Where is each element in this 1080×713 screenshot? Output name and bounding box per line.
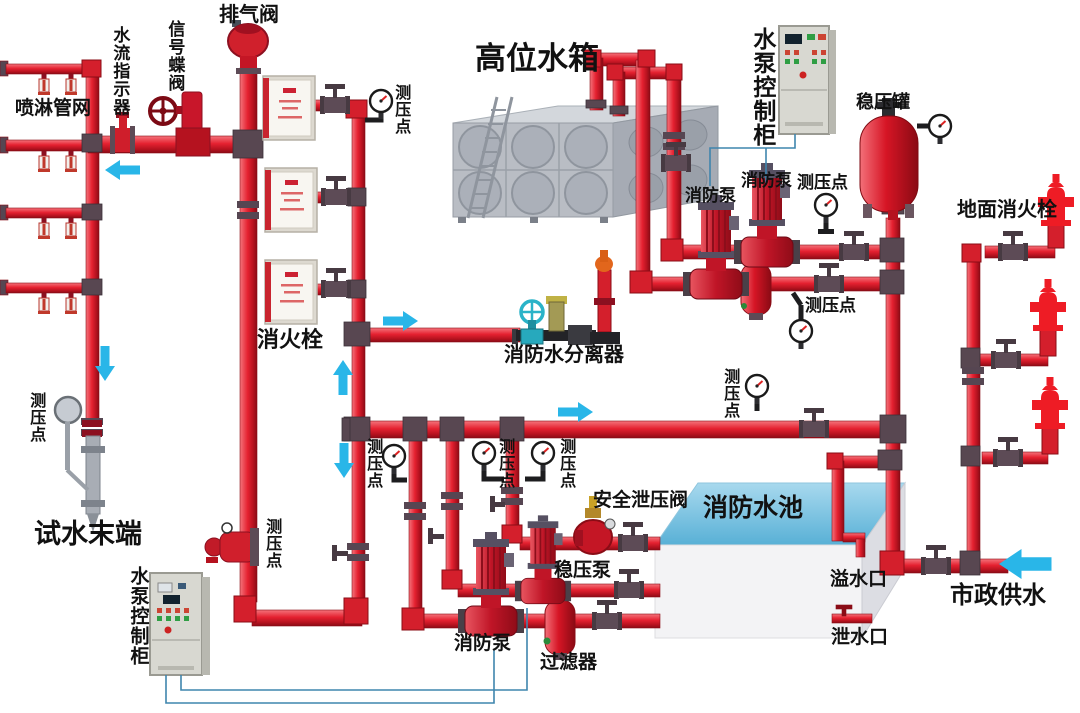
label-fire-water-pool: 消防水池 [703,494,804,522]
water-flow-indicator-icon [110,112,135,154]
label-pressure-point-main-right: 测压点 [721,368,739,419]
label-hydrant-cabinet: 消火栓 [257,327,324,352]
label-ground-hydrant: 地面消火栓 [957,199,1057,221]
label-pressure-point-drop-2: 测压点 [496,438,514,489]
label-jockey-pump: 稳压泵 [554,560,612,581]
label-pump-control-cabinet-bottom: 水泵控制柜 [127,566,149,666]
label-fire-pump-1: 消防泵 [685,186,736,205]
ground-hydrant-2 [1030,279,1066,331]
ground-hydrant-3 [1032,377,1068,429]
tank-ladder-icon [466,96,514,219]
label-filter: 过滤器 [540,652,598,673]
hydrant-cabinet-3 [264,259,318,325]
label-fire-pump-bottom: 消防泵 [454,633,512,654]
test-water-end-icon [53,395,105,532]
label-pressure-point-riser-c: 测压点 [392,84,410,135]
label-sprinkler-network: 喷淋管网 [15,98,92,119]
hydrant-cabinet-2 [264,167,318,233]
fire-water-separator-icon [512,250,620,345]
label-exhaust-valve: 排气阀 [219,4,279,26]
exhaust-valve-icon [227,20,269,74]
signal-butterfly-valve-icon [148,91,211,157]
label-pressure-tank: 稳压罐 [856,92,910,112]
label-high-level-tank: 高位水箱 [475,41,599,76]
hydrant-cabinet-1 [262,75,316,141]
control-wires [165,134,796,704]
label-test-water-end: 试水末端 [34,519,142,549]
label-pressure-point-pump-bottom: 测压点 [805,296,856,315]
label-pressure-point-drop-1: 测压点 [364,438,382,489]
label-safety-relief-valve: 安全泄压阀 [593,490,689,511]
pressure-gauges [365,88,953,483]
label-drain-port: 泄水口 [831,627,889,648]
label-pressure-point-alarm-valve: 测压点 [263,518,281,569]
pressure-stabilizing-tank-icon [859,98,919,220]
pipe-fittings [81,49,1065,631]
label-water-flow-indicator: 水流指示器 [110,26,130,116]
label-pressure-point-drop-3: 测压点 [557,438,575,489]
label-pressure-point-test-end: 测压点 [27,392,45,443]
label-overflow-port: 溢水口 [830,569,888,590]
label-municipal-supply: 市政供水 [950,582,1046,609]
pump-control-cabinet-top [778,25,836,135]
safety-relief-valve-icon [573,496,616,555]
pump-control-cabinet-bottom [149,572,210,676]
shutoff-valves [320,84,1028,630]
label-pressure-point-pump-top: 测压点 [797,173,848,192]
label-fire-water-separator: 消防水分离器 [504,344,624,366]
alarm-check-valve-icon [204,522,259,566]
flow-arrows [95,160,1052,579]
label-fire-pump-2: 消防泵 [741,171,792,190]
label-pump-control-cabinet-top: 水泵控制柜 [749,27,776,147]
label-signal-butterfly-valve: 信号蝶阀 [165,20,185,92]
